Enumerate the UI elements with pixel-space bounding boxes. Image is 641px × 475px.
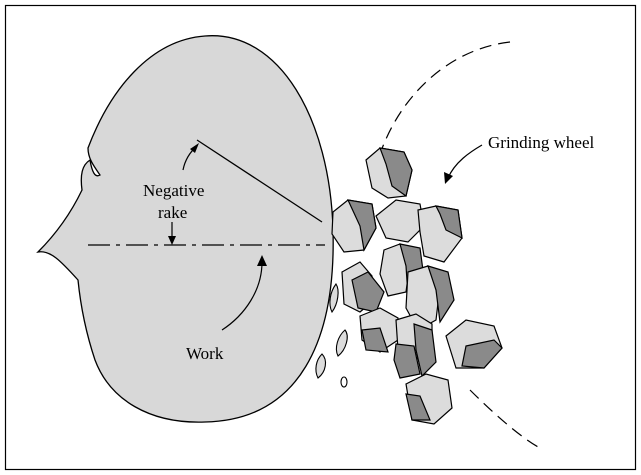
negative-rake-label-line1: Negative	[143, 181, 204, 200]
grain	[379, 147, 413, 198]
grinding-wheel-label: Grinding wheel	[488, 133, 595, 152]
negative-rake-label-line2: rake	[158, 203, 187, 222]
grain	[427, 265, 455, 324]
work-piece	[36, 35, 334, 423]
chips	[315, 283, 348, 388]
chip	[340, 376, 348, 388]
work-arrowhead	[257, 255, 267, 266]
grinding-wheel-outline	[371, 41, 541, 449]
rake-face-line	[196, 139, 323, 223]
wheel-arrowhead	[444, 172, 453, 184]
work-arrow	[221, 261, 263, 331]
chip	[329, 283, 339, 314]
grain	[375, 199, 425, 243]
rake-arrowhead-upper	[190, 143, 199, 153]
chip	[315, 353, 327, 379]
grain	[361, 327, 389, 353]
work-label: Work	[186, 344, 224, 363]
abrasive-grains	[331, 147, 503, 425]
chip	[335, 329, 348, 357]
grain	[461, 339, 503, 369]
grain	[413, 323, 437, 378]
grain	[393, 343, 421, 379]
wheel-arrow	[447, 144, 483, 179]
grain	[405, 393, 431, 421]
grain	[346, 199, 377, 252]
figure-border	[4, 4, 637, 471]
grain	[434, 205, 463, 240]
grain	[351, 271, 385, 313]
rake-arrowhead-lower	[168, 236, 176, 245]
